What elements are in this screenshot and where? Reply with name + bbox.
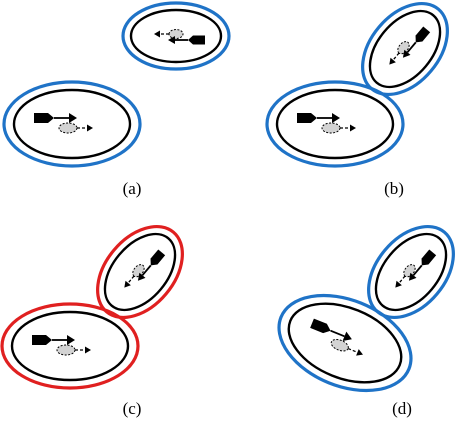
arrow-head (402, 49, 411, 58)
ghost-ship (56, 344, 91, 356)
ship-hull (188, 35, 205, 45)
ghost-ship-hull (403, 264, 416, 278)
ghost-ship (395, 264, 416, 288)
inner-ring (287, 302, 403, 384)
panel-c: (c) (0, 224, 184, 418)
inner-ring (10, 310, 130, 382)
arrow-head (67, 335, 75, 345)
caption-c: (c) (123, 399, 142, 418)
ship-hull (421, 249, 437, 266)
inner-ring (103, 232, 177, 312)
ship (408, 249, 437, 281)
ship-group (154, 29, 205, 45)
ship (310, 318, 352, 341)
velocity-line (141, 264, 152, 276)
panel-b: (b) (265, 1, 449, 198)
ghost-ship (389, 41, 410, 65)
ghost-arrow-head (87, 124, 93, 132)
ghost-arrow-head (395, 280, 402, 288)
arrow-head (342, 331, 352, 341)
ship (168, 35, 205, 45)
ghost-ship-hull (168, 29, 184, 39)
ship-group (297, 113, 356, 134)
ship-domain-small (121, 1, 231, 71)
ghost-ship-hull (132, 264, 145, 278)
ghost-ship (321, 122, 356, 134)
ghost-ship (330, 338, 363, 356)
arrow-head (137, 272, 146, 281)
ghost-velocity-line (392, 52, 400, 61)
ghost-arrow-head (154, 30, 160, 38)
ship-group (310, 318, 363, 356)
caption-d: (d) (392, 399, 412, 418)
ship-hull (150, 249, 166, 266)
ghost-velocity-line (127, 275, 135, 284)
ship (32, 335, 75, 345)
panel-d: (d) (277, 224, 455, 418)
ship (137, 249, 166, 281)
inner-ring (129, 8, 223, 64)
ghost-arrow-head (350, 124, 356, 132)
ghost-arrow-head (85, 346, 91, 354)
ghost-arrow-head (389, 57, 396, 65)
ship-group (389, 26, 431, 65)
ghost-velocity-line (398, 275, 406, 284)
inner-ring (374, 232, 448, 312)
arrow-head (332, 113, 340, 123)
ship-hull (32, 335, 52, 345)
arrow-head (168, 36, 175, 44)
ship (402, 26, 431, 58)
ship-hull (415, 26, 431, 43)
ship-domain-large (265, 80, 405, 168)
velocity-line (406, 41, 417, 53)
ship-group (395, 249, 437, 288)
ship-domain-large (277, 293, 413, 393)
ghost-ship (124, 264, 145, 288)
inner-ring (12, 88, 132, 160)
velocity-line (412, 264, 423, 276)
caption-b: (b) (384, 179, 404, 198)
ship (297, 113, 340, 123)
panel-a: (a) (2, 1, 231, 198)
arrow-head (408, 272, 417, 281)
outer-ring (265, 80, 405, 168)
outer-ring (2, 80, 142, 168)
ghost-velocity-line (347, 347, 358, 353)
caption-a: (a) (123, 179, 142, 198)
outer-ring (121, 1, 231, 71)
ghost-ship (154, 29, 184, 39)
ghost-arrow-head (356, 349, 363, 356)
ghost-ship-hull (321, 122, 341, 134)
ghost-ship-hull (56, 344, 76, 356)
ship-domain-large (2, 80, 142, 168)
ship-hull (310, 318, 331, 334)
ship (34, 113, 77, 123)
ship-group (124, 249, 166, 288)
arrow-head (69, 113, 77, 123)
ship-group (34, 113, 93, 134)
outer-ring (0, 302, 140, 390)
ghost-ship-hull (58, 122, 78, 134)
ship-domain-large (0, 302, 140, 390)
inner-ring (275, 88, 395, 160)
ship-hull (297, 113, 317, 123)
ghost-ship (58, 122, 93, 134)
ship-group (32, 335, 91, 356)
outer-ring (277, 293, 413, 393)
ship-hull (34, 113, 54, 123)
ghost-arrow-head (124, 280, 131, 288)
velocity-line (330, 329, 345, 338)
ghost-ship-hull (330, 338, 349, 352)
